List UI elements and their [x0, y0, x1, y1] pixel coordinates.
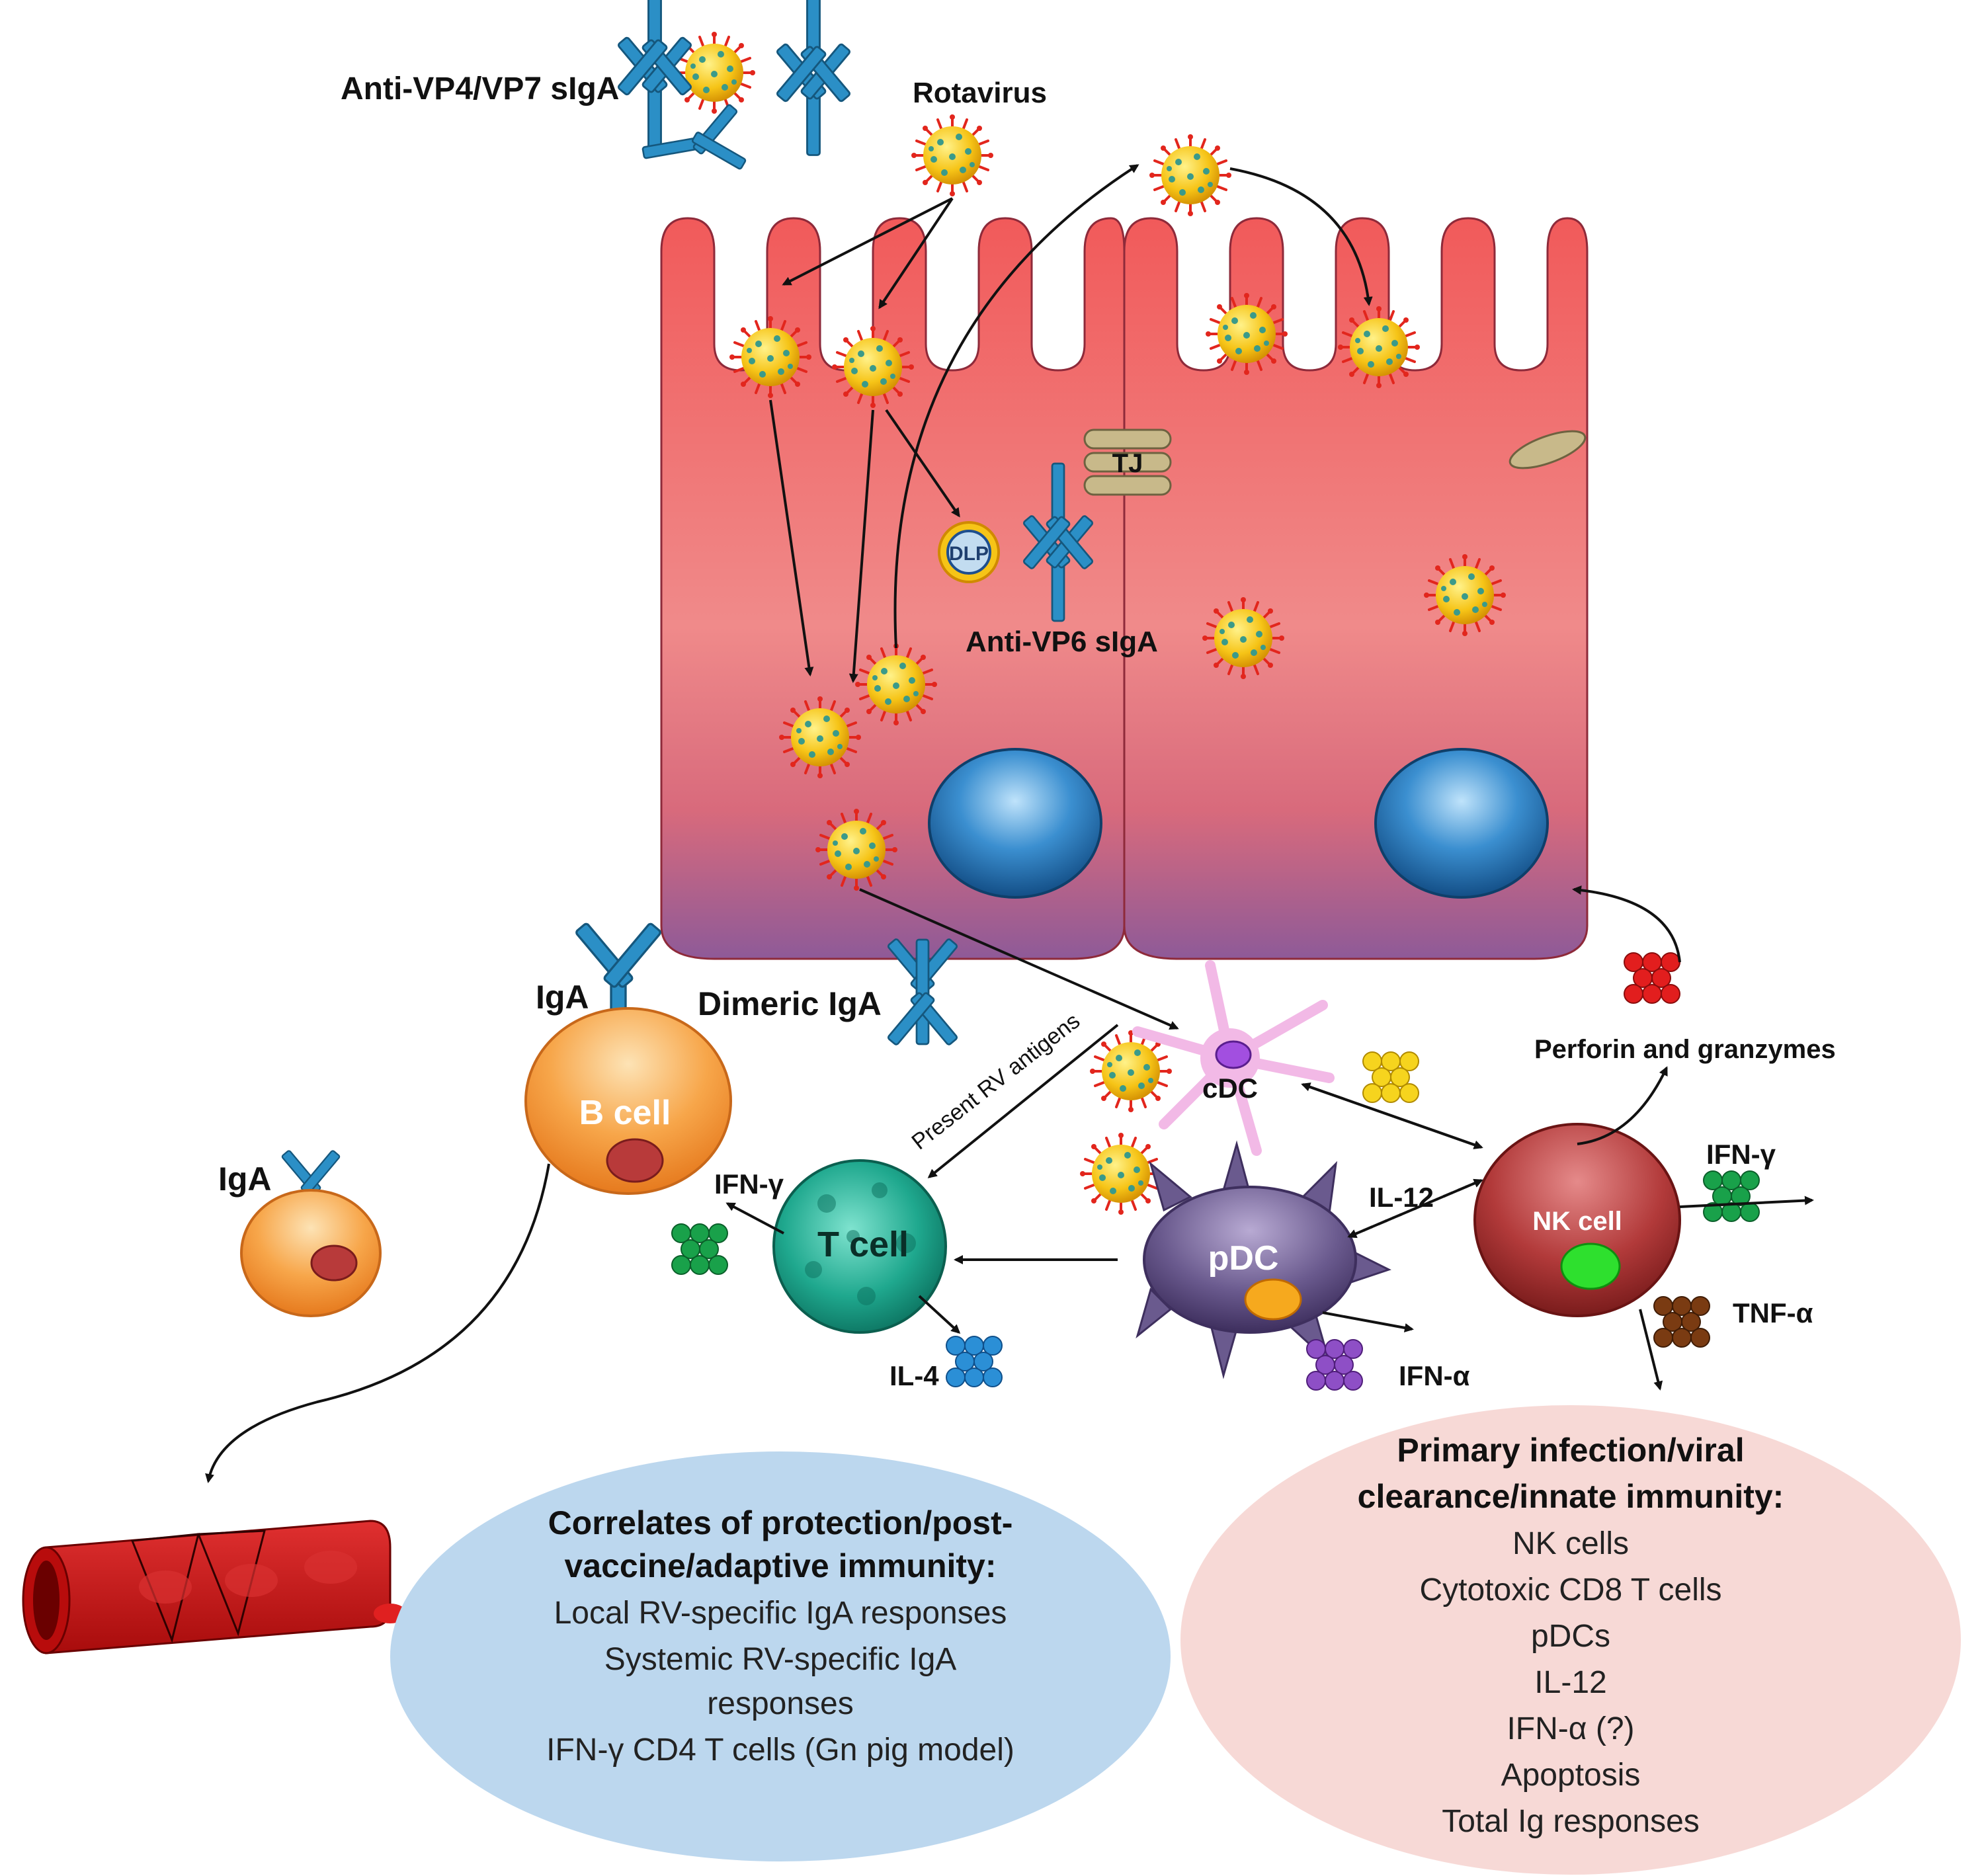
adaptive-item: Local RV-specific IgA responses — [554, 1596, 1007, 1631]
innate-item: Apoptosis — [1501, 1758, 1641, 1793]
arrow-virus-to-villus2 — [878, 197, 954, 309]
adaptive-title-2: vaccine/adaptive immunity: — [564, 1547, 996, 1584]
nk-cell: NK cell — [1473, 1123, 1681, 1317]
epithelial-cell-left — [660, 217, 1126, 960]
innate-item: IFN-α (?) — [1507, 1711, 1634, 1746]
ifn-gamma-nk-label: IFN-γ — [1706, 1139, 1776, 1170]
innate-title-2: clearance/innate immunity: — [1358, 1478, 1784, 1515]
iga-label-small: IgA — [218, 1161, 272, 1198]
tnf-alpha-label: TNF-α — [1733, 1297, 1813, 1328]
perforin-label: Perforin and granzymes — [1534, 1035, 1836, 1064]
ifn-alpha-label: IFN-α — [1399, 1360, 1470, 1391]
present-rv-label: Present RV antigens — [907, 1008, 1085, 1155]
arrow-pdc-nk-dashed — [1348, 1178, 1483, 1238]
virus-microvillus-2 — [831, 325, 915, 409]
arrow-virus-to-villus1 — [782, 197, 953, 286]
cdc-cell: cDC — [1132, 960, 1335, 1156]
arrow-t-ifn — [725, 1202, 784, 1235]
cdc-label: cDC — [1202, 1073, 1258, 1104]
il12-beads — [1362, 1051, 1419, 1103]
rotavirus-label: Rotavirus — [913, 77, 1047, 109]
iga-label-bcell: IgA — [536, 979, 589, 1016]
ifn-gamma-t-label: IFN-γ — [714, 1168, 784, 1200]
perforin-beads — [1624, 952, 1680, 1004]
il4-beads — [946, 1336, 1003, 1387]
virus-cytoplasm-5 — [1423, 553, 1507, 637]
adaptive-item: Systemic RV-specific IgA — [604, 1642, 957, 1677]
virus-cytoplasm-1 — [854, 642, 938, 727]
innate-title-1: Primary infection/viral — [1397, 1432, 1744, 1469]
tight-junction: TJ — [1083, 428, 1172, 496]
arrow-reinfect — [1229, 167, 1373, 306]
dimeric-iga — [886, 937, 959, 1047]
anti-vp4-vp7-siga-label: Anti-VP4/VP7 sIgA — [341, 71, 619, 106]
arrow-bcell-to-blood — [205, 1163, 550, 1483]
ifn-gamma-beads-nk — [1703, 1170, 1760, 1222]
innate-immunity-box: Primary infection/viral clearance/innate… — [1180, 1405, 1961, 1875]
epithelial-cell-right — [1123, 217, 1589, 960]
blood-vessel — [22, 1520, 407, 1654]
arrow-perforin-to-cell — [1572, 885, 1681, 963]
arrow-present-antigen — [927, 1024, 1119, 1178]
dimeric-iga-label: Dimeric IgA — [698, 985, 882, 1022]
arrow-nk-cdc — [1301, 1082, 1482, 1149]
virus-microvillus-3 — [1204, 292, 1289, 376]
b-cell-label: B cell — [579, 1094, 671, 1132]
arrow-entry-2 — [848, 409, 874, 683]
adaptive-title-1: Correlates of protection/post- — [548, 1504, 1013, 1541]
innate-item: NK cells — [1512, 1526, 1629, 1561]
nk-cell-label: NK cell — [1532, 1207, 1622, 1236]
innate-item: Cytotoxic CD8 T cells — [1419, 1572, 1721, 1608]
ifn-gamma-beads-t — [671, 1223, 728, 1275]
virus-top-middle — [1148, 133, 1233, 218]
virus-cytoplasm-4 — [1201, 596, 1286, 680]
il12-label: IL-12 — [1369, 1182, 1434, 1213]
virus-microvillus-4 — [1337, 305, 1421, 389]
t-cell: T cell — [772, 1159, 947, 1334]
arrows — [205, 164, 1814, 1483]
anti-vp6-siga-label: Anti-VP6 sIgA — [966, 626, 1158, 658]
junction-oval — [1509, 430, 1587, 469]
dlp-label: DLP — [949, 543, 989, 565]
b-cell: B cell — [524, 921, 732, 1195]
adaptive-item: responses — [707, 1686, 853, 1721]
t-cell-label: T cell — [817, 1225, 909, 1264]
virus-rotavirus-label — [910, 113, 995, 198]
innate-item: IL-12 — [1534, 1665, 1606, 1700]
arrow-release — [893, 164, 1139, 649]
virus-cytoplasm-2 — [778, 695, 862, 780]
innate-item: Total Ig responses — [1442, 1804, 1700, 1839]
arrow-nk-ifn-gamma — [1679, 1196, 1814, 1208]
nucleus-left — [928, 748, 1102, 899]
arrow-nk-tnf — [1639, 1309, 1663, 1391]
arrow-t-il4 — [918, 1295, 961, 1334]
adaptive-immunity-box: Correlates of protection/post- vaccine/a… — [390, 1451, 1171, 1861]
virus-cytoplasm-3 — [814, 807, 899, 892]
dlp-particle: DLP — [938, 521, 1000, 583]
arrow-to-cdc — [859, 888, 1179, 1030]
pdc-cell: pDC — [1136, 1140, 1391, 1379]
arrow-nk-perforin — [1577, 1066, 1668, 1145]
arrow-entry-1 — [769, 399, 814, 676]
il4-label: IL-4 — [889, 1360, 939, 1391]
adaptive-item: IFN-γ CD4 T cells (Gn pig model) — [546, 1733, 1014, 1768]
tnf-alpha-beads — [1653, 1296, 1710, 1348]
virus-microvillus-1 — [728, 315, 813, 399]
arrow-to-dlp — [885, 409, 960, 518]
tj-label: TJ — [1112, 449, 1143, 478]
pdc-label: pDC — [1208, 1239, 1279, 1278]
nucleus-right — [1374, 748, 1549, 899]
virus-at-pdc — [1079, 1131, 1163, 1216]
plasma-cell-small — [240, 1149, 382, 1317]
ifn-alpha-beads — [1306, 1339, 1363, 1391]
innate-item: pDCs — [1531, 1619, 1610, 1654]
arrow-pdc-ifn-alpha — [1322, 1311, 1414, 1332]
